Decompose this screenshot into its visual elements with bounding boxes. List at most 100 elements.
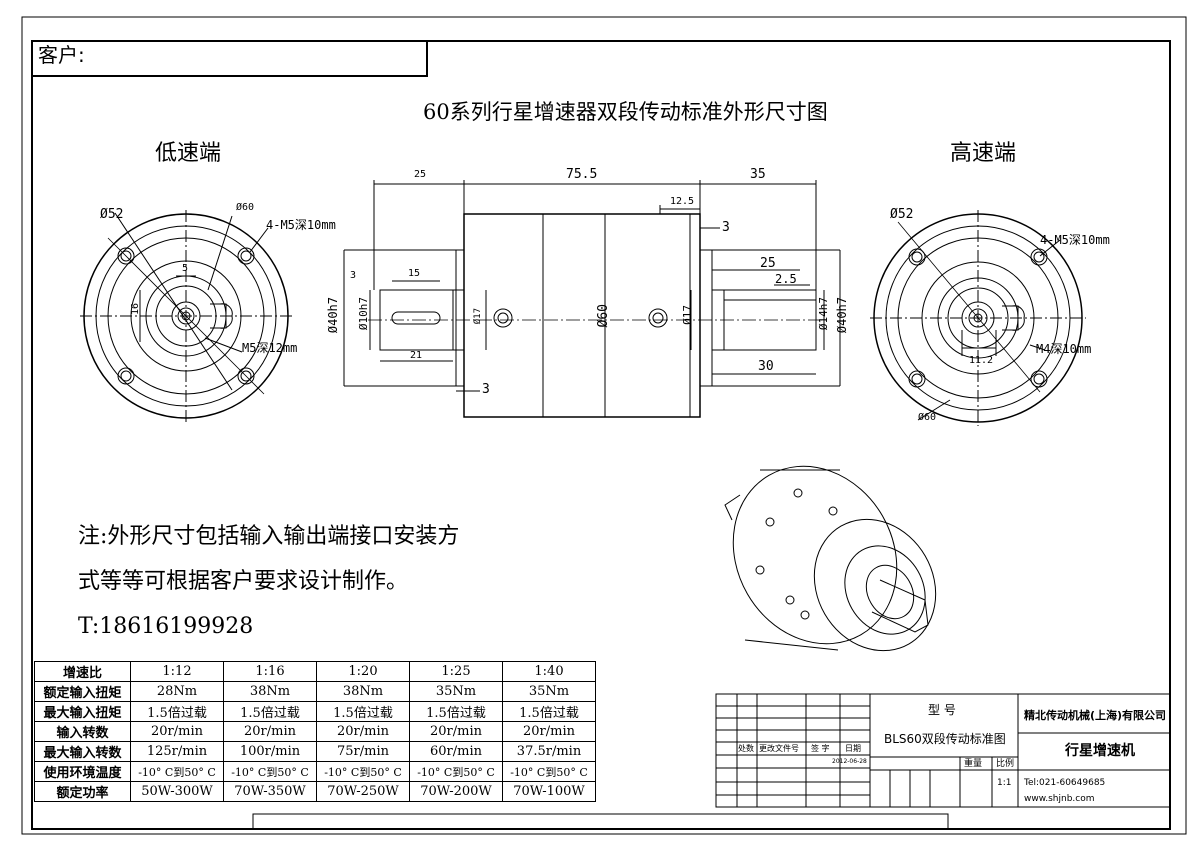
- table-cell: 28Nm: [130, 681, 224, 702]
- right-d60: Ø60: [918, 412, 937, 423]
- left-d52: Ø52: [100, 207, 124, 222]
- row-header: 使用环境温度: [34, 761, 131, 782]
- model-value: BLS60双段传动标准图: [884, 732, 1006, 746]
- drawing-date: 2012-06-28: [832, 758, 867, 765]
- dim-21: 21: [410, 350, 423, 361]
- dim-3-right: 3: [722, 220, 730, 235]
- inner-frame: [31, 40, 1171, 830]
- table-cell: 1:20: [316, 661, 410, 682]
- customer-box: [32, 41, 428, 77]
- right-m5-holes: 4-M5深10mm: [1040, 233, 1110, 247]
- table-cell: 1:40: [502, 661, 596, 682]
- row-header: 增速比: [34, 661, 131, 682]
- row-header: 最大输入转数: [34, 741, 131, 762]
- table-cell: 125r/min: [130, 741, 224, 762]
- website: www.shjnb.com: [1024, 794, 1095, 804]
- tel: Tel:021-60649685: [1024, 778, 1106, 788]
- table-cell: 70W-100W: [502, 781, 596, 802]
- table-cell: 1.5倍过载: [223, 701, 317, 722]
- table-cell: -10° C到50° C: [223, 761, 317, 782]
- scale-label: 比例: [996, 759, 1015, 769]
- table-cell: 70W-200W: [409, 781, 503, 802]
- table-cell: 100r/min: [223, 741, 317, 762]
- table-cell: 35Nm: [409, 681, 503, 702]
- table-cell: 50W-300W: [130, 781, 224, 802]
- row-header: 额定功率: [34, 781, 131, 802]
- table-cell: 1:12: [130, 661, 224, 682]
- dim-d17-right: Ø17: [681, 305, 694, 325]
- dim-2-5: 2.5: [775, 272, 797, 286]
- table-row: 最大输入转数 125r/min 100r/min 75r/min 60r/min…: [34, 741, 596, 762]
- dim-3-left: 3: [350, 270, 357, 281]
- high-speed-end-view: [870, 210, 1086, 426]
- table-cell: 1:16: [223, 661, 317, 682]
- left-d60: Ø60: [236, 202, 255, 213]
- dim-30: 30: [758, 359, 774, 374]
- dim-75-5: 75.5: [566, 167, 598, 182]
- low-speed-end-view: [80, 210, 292, 422]
- scale-value: 1:1: [997, 778, 1012, 788]
- weight-label: 重量: [964, 759, 983, 769]
- table-cell: 38Nm: [316, 681, 410, 702]
- table-cell: 38Nm: [223, 681, 317, 702]
- table-cell: 37.5r/min: [502, 741, 596, 762]
- table-row: 额定输入扭矩 28Nm 38Nm 38Nm 35Nm 35Nm: [34, 681, 596, 702]
- customer-label: 客户:: [38, 43, 85, 67]
- table-cell: 35Nm: [502, 681, 596, 702]
- dim-15: 15: [408, 268, 421, 279]
- spec-table: 增速比 1:12 1:16 1:20 1:25 1:40 额定输入扭矩 28Nm…: [34, 661, 596, 802]
- dim-d17-left: Ø17: [473, 308, 483, 325]
- dim-d14h7: Ø14h7: [817, 297, 830, 331]
- note-line1: 注:外形尺寸包括输入输出端接口安装方: [78, 524, 460, 549]
- table-cell: 1.5倍过载: [316, 701, 410, 722]
- rev-header: 更改文件号: [759, 744, 799, 753]
- rev-header: 处数: [738, 744, 754, 753]
- dim-d60-side: Ø60: [596, 304, 611, 328]
- row-header: 输入转数: [34, 721, 131, 742]
- table-cell: 70W-350W: [223, 781, 317, 802]
- table-cell: 1.5倍过载: [502, 701, 596, 722]
- table-row: 使用环境温度 -10° C到50° C -10° C到50° C -10° C到…: [34, 761, 596, 782]
- row-header: 最大输入扭矩: [34, 701, 131, 722]
- table-row: 输入转数 20r/min 20r/min 20r/min 20r/min 20r…: [34, 721, 596, 742]
- table-cell: 60r/min: [409, 741, 503, 762]
- table-cell: -10° C到50° C: [502, 761, 596, 782]
- table-row: 最大输入扭矩 1.5倍过载 1.5倍过载 1.5倍过载 1.5倍过载 1.5倍过…: [34, 701, 596, 722]
- table-cell: 1.5倍过载: [409, 701, 503, 722]
- table-cell: 20r/min: [409, 721, 503, 742]
- table-cell: -10° C到50° C: [409, 761, 503, 782]
- dim-25-key: 25: [760, 256, 776, 271]
- dim-d40h7-left: Ø40h7: [326, 297, 340, 334]
- left-m5-holes: 4-M5深10mm: [266, 218, 336, 232]
- table-row: 额定功率 50W-300W 70W-350W 70W-250W 70W-200W…: [34, 781, 596, 802]
- low-speed-label: 低速端: [155, 141, 222, 166]
- left-d16: 16: [130, 303, 141, 316]
- rev-header: 签 字: [811, 744, 830, 753]
- dim-d10h7: Ø10h7: [357, 297, 370, 331]
- right-m4-tap: M4深10mm: [1036, 342, 1092, 356]
- dim-d40h7-right: Ø40h7: [835, 297, 849, 334]
- table-cell: 20r/min: [316, 721, 410, 742]
- row-header: 额定输入扭矩: [34, 681, 131, 702]
- isometric-view: [724, 465, 937, 652]
- table-cell: -10° C到50° C: [130, 761, 224, 782]
- company-name: 精北传动机械(上海)有限公司: [1024, 709, 1167, 722]
- outer-frame: [21, 16, 1187, 835]
- table-row: 增速比 1:12 1:16 1:20 1:25 1:40: [34, 661, 596, 682]
- dim-3-bottom: 3: [482, 382, 490, 397]
- right-d11-2: 11.2: [969, 355, 994, 366]
- product-name: 行星增速机: [1065, 743, 1135, 759]
- side-view: [343, 180, 841, 418]
- dim-12-5: 12.5: [670, 196, 695, 207]
- left-m5-tap: M5深12mm: [242, 341, 298, 355]
- note-line2: 式等等可根据客户要求设计制作。: [78, 569, 409, 594]
- right-d52: Ø52: [890, 207, 914, 222]
- high-speed-label: 高速端: [950, 141, 1017, 166]
- model-label: 型 号: [928, 703, 956, 717]
- table-cell: 70W-250W: [316, 781, 410, 802]
- table-cell: 75r/min: [316, 741, 410, 762]
- phone-number: T:18616199928: [78, 614, 254, 639]
- title-block-lines: [715, 693, 1171, 808]
- table-cell: -10° C到50° C: [316, 761, 410, 782]
